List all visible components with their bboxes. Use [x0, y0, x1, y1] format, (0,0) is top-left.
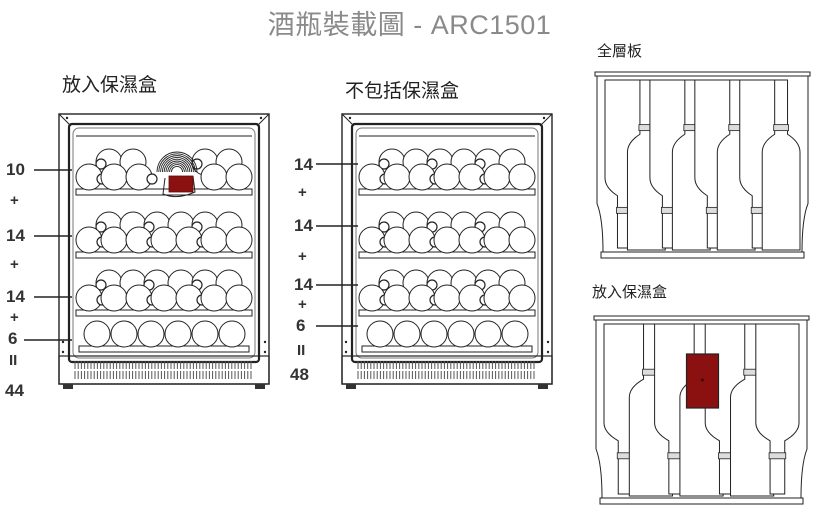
middle-plus-3: +	[298, 296, 307, 313]
middle-fridge	[341, 113, 553, 389]
bottle-front	[200, 284, 228, 312]
middle-total: 48	[290, 365, 309, 384]
bottle-front	[508, 163, 536, 191]
bottle-neck	[146, 173, 158, 185]
humidity-box	[168, 175, 194, 193]
middle-foot-left	[346, 384, 356, 389]
middle-plus-2: +	[298, 248, 307, 265]
bottle-bottom-row	[366, 320, 394, 348]
full-shelf-diagram-top-rail	[594, 71, 811, 77]
bottle-front	[433, 163, 461, 191]
bottle-front	[383, 226, 411, 254]
left-foot-right	[255, 384, 265, 389]
bottle-front	[200, 226, 228, 254]
bottle-cap	[773, 124, 789, 132]
middle-base	[341, 355, 553, 385]
bottle-neck	[95, 221, 107, 233]
bottle-front	[433, 226, 461, 254]
middle-foot-right	[538, 384, 548, 389]
bottle-bottom-row	[501, 320, 529, 348]
middle-fridge-caption: 不包括保濕盒	[345, 81, 460, 102]
middle-count-shelf-1: 14	[294, 155, 313, 174]
left-count-shelf-4: 6	[8, 329, 18, 348]
fan-icon	[156, 151, 198, 173]
middle-equals: II	[297, 342, 306, 359]
bottle-side	[761, 79, 801, 251]
left-plus-3: +	[10, 309, 19, 326]
bottle-front	[383, 163, 411, 191]
shelf-with-box-diagram-base-rail	[599, 497, 804, 505]
bottle-front	[483, 226, 511, 254]
left-fridge	[58, 113, 270, 389]
middle-door-frame	[350, 122, 544, 364]
left-bottom-tray	[78, 345, 250, 353]
left-total: 44	[5, 381, 24, 400]
bottle-front	[100, 226, 128, 254]
left-plus-1: +	[10, 192, 19, 209]
bottle-bottom-row	[191, 320, 219, 348]
full-shelf-caption: 全層板	[597, 43, 643, 60]
bottle-bottom-row	[420, 320, 448, 348]
bottle-front	[225, 226, 253, 254]
left-door-frame	[67, 122, 261, 364]
bottle-side	[755, 323, 800, 495]
shelf-with-box-diagram	[593, 315, 810, 505]
shelf-with-box-diagram-top-rail	[593, 315, 810, 321]
left-count-shelf-2: 14	[6, 226, 25, 245]
bottle-cap	[768, 452, 787, 460]
bottle-front	[100, 284, 128, 312]
left-equals: II	[9, 352, 18, 369]
middle-plus-1: +	[298, 184, 307, 201]
bottle-bottom-row	[447, 320, 475, 348]
bottle-front	[225, 284, 253, 312]
bottle-front	[433, 284, 461, 312]
bottle-front	[483, 284, 511, 312]
left-count-shelf-3: 14	[6, 287, 25, 306]
bottle-front	[383, 284, 411, 312]
page-title: 酒瓶裝載圖 - ARC1501	[267, 10, 552, 40]
bottle-front	[508, 226, 536, 254]
left-count-shelf-1: 10	[6, 160, 25, 179]
bottle-front	[100, 163, 128, 191]
full-shelf-diagram	[594, 71, 811, 259]
bottle-neck	[95, 158, 107, 170]
full-shelf-diagram-base-rail	[600, 251, 805, 259]
bottle-front	[150, 226, 178, 254]
left-fridge-caption: 放入保濕盒	[62, 75, 158, 96]
bottle-neck	[378, 221, 390, 233]
left-plus-2: +	[10, 256, 19, 273]
bottle-bottom-row	[218, 320, 246, 348]
bottle-bottom-row	[164, 320, 192, 348]
middle-bottom-tray	[361, 345, 533, 353]
bottle-front	[200, 163, 228, 191]
shelf-with-box-caption: 放入保濕盒	[592, 284, 668, 301]
bottle-front	[150, 284, 178, 312]
bottle-bottom-row	[474, 320, 502, 348]
bottle-neck	[378, 158, 390, 170]
bottle-neck	[378, 279, 390, 291]
bottle-front	[225, 163, 253, 191]
middle-count-shelf-2: 14	[294, 216, 313, 235]
middle-count-shelf-4: 6	[296, 316, 306, 335]
bottle-neck	[95, 279, 107, 291]
left-base	[58, 355, 270, 385]
bottle-front	[508, 284, 536, 312]
bottle-bottom-row	[110, 320, 138, 348]
bottle-bottom-row	[83, 320, 111, 348]
left-foot-left	[63, 384, 73, 389]
bottle-bottom-row	[137, 320, 165, 348]
bottle-bottom-row	[393, 320, 421, 348]
middle-count-shelf-3: 14	[294, 275, 313, 294]
bottle-front	[483, 163, 511, 191]
